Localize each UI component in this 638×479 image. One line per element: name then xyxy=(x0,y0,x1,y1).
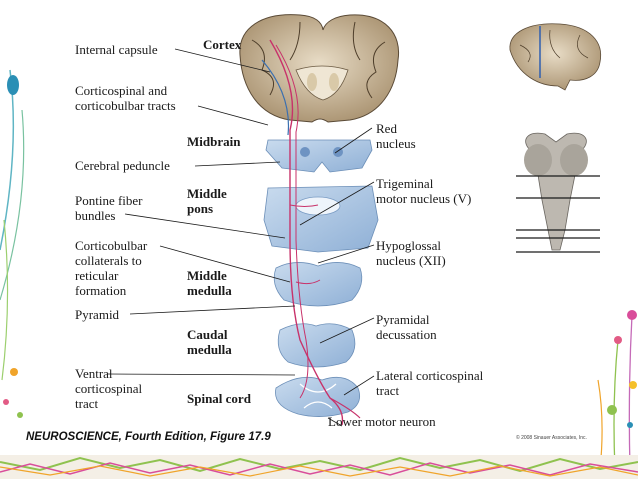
middle-pons-section xyxy=(263,185,379,253)
label-leader-lines xyxy=(107,48,375,427)
label-middle-medulla: Middle medulla xyxy=(187,268,232,298)
label-caudal-medulla: Caudal medulla xyxy=(187,327,232,357)
label-pyramid: Pyramid xyxy=(75,307,120,322)
right-decorative-grass xyxy=(597,310,637,471)
lateral-brain-thumbnail xyxy=(509,23,602,91)
blue-tract-path xyxy=(261,59,290,136)
label-midbrain: Midbrain xyxy=(187,134,241,149)
label-trigeminal-motor-nucleus: Trigeminal motor nucleus (V) xyxy=(376,176,472,206)
bottom-decorative-strip xyxy=(0,455,638,479)
label-pontine-fiber-bundles: Pontine fiber bundles xyxy=(75,193,143,223)
figure-caption: NEUROSCIENCE, Fourth Edition, Figure 17.… xyxy=(26,431,271,443)
label-spinal-cord: Spinal cord xyxy=(187,391,251,406)
lower-motor-neuron-axon xyxy=(329,397,361,419)
label-internal-capsule: Internal capsule xyxy=(75,42,158,57)
caudal-medulla-section xyxy=(277,323,356,368)
label-corticobulbar-collaterals: Corticobulbar collaterals to reticular f… xyxy=(75,238,148,298)
label-lateral-corticospinal-tract: Lateral corticospinal tract xyxy=(376,368,484,398)
label-corticospinal-corticobulbar-tracts: Corticospinal and corticobulbar tracts xyxy=(75,83,176,113)
collateral-branches xyxy=(289,204,321,285)
midbrain-section xyxy=(265,139,373,173)
label-cortex: Cortex xyxy=(203,37,242,52)
copyright-notice: © 2008 Sinauer Associates, Inc. xyxy=(516,435,587,441)
left-decorative-grass xyxy=(0,69,25,418)
red-nucleus-marker xyxy=(300,147,310,157)
corticospinal-tract-path xyxy=(269,39,344,426)
label-middle-pons: Middle pons xyxy=(187,186,227,216)
label-ventral-corticospinal-tract: Ventral corticospinal tract xyxy=(75,366,143,411)
label-red-nucleus: Red nucleus xyxy=(376,121,416,151)
brainstem-thumbnail xyxy=(516,132,600,253)
middle-medulla-section xyxy=(273,262,363,307)
spinal-cord-section xyxy=(275,376,361,417)
label-lower-motor-neuron: Lower motor neuron xyxy=(328,414,436,429)
coronal-brain-section xyxy=(239,14,400,123)
label-cerebral-peduncle: Cerebral peduncle xyxy=(75,158,170,173)
label-pyramidal-decussation: Pyramidal decussation xyxy=(376,312,437,342)
corticobulbar-tract-path xyxy=(275,44,309,399)
label-hypoglossal-nucleus: Hypoglossal nucleus (XII) xyxy=(376,238,446,268)
